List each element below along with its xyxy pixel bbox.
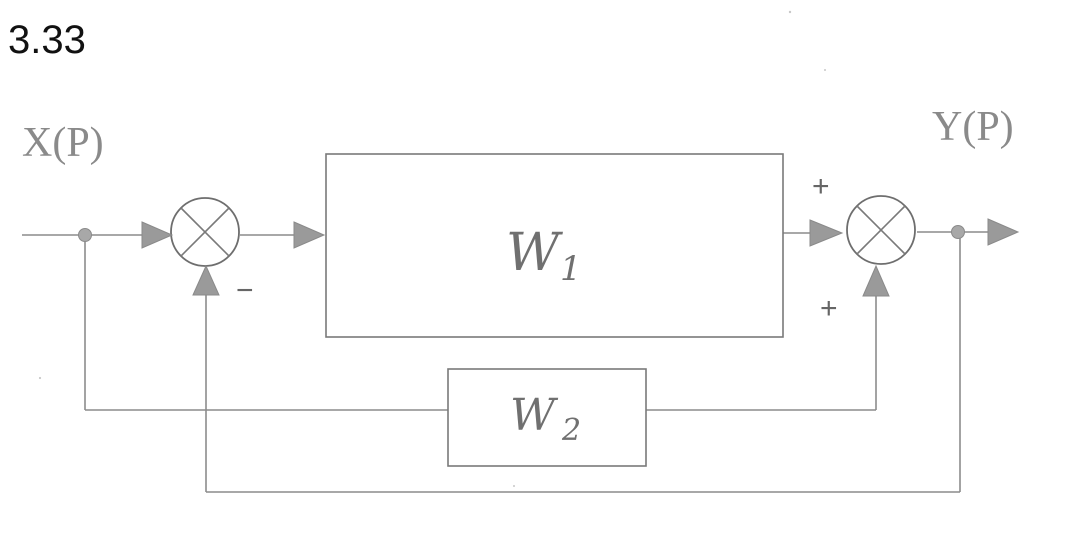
arrow-into-left-junction — [141, 221, 174, 249]
right-junction-bottom-plus-sign: + — [820, 292, 838, 325]
w2-arrow-into-right-junction — [862, 264, 890, 297]
scan-specks — [38, 10, 826, 487]
arrow-into-w1 — [293, 221, 326, 249]
left-summing-junction — [170, 197, 240, 267]
w2-label-subscript: 2 — [561, 413, 581, 448]
w1-label-subscript: 1 — [560, 249, 582, 289]
right-summing-junction — [846, 195, 916, 265]
w2-label-main: W — [510, 390, 559, 441]
output-arrow — [987, 218, 1020, 246]
w2-block — [447, 368, 647, 467]
right-junction-top-plus-sign: + — [812, 170, 830, 203]
input-signal-label: X(P) — [22, 120, 104, 166]
arrow-into-right-junction — [809, 219, 844, 247]
problem-number: 3.33 — [8, 18, 86, 62]
input-branch-node — [78, 228, 92, 242]
w1-block — [325, 153, 784, 338]
output-signal-label: Y(P) — [932, 104, 1014, 150]
feedback-arrow-into-left-junction — [192, 264, 220, 296]
output-branch-node — [951, 225, 965, 239]
w1-label-main: W — [506, 223, 563, 283]
left-junction-minus-sign: − — [236, 274, 254, 307]
